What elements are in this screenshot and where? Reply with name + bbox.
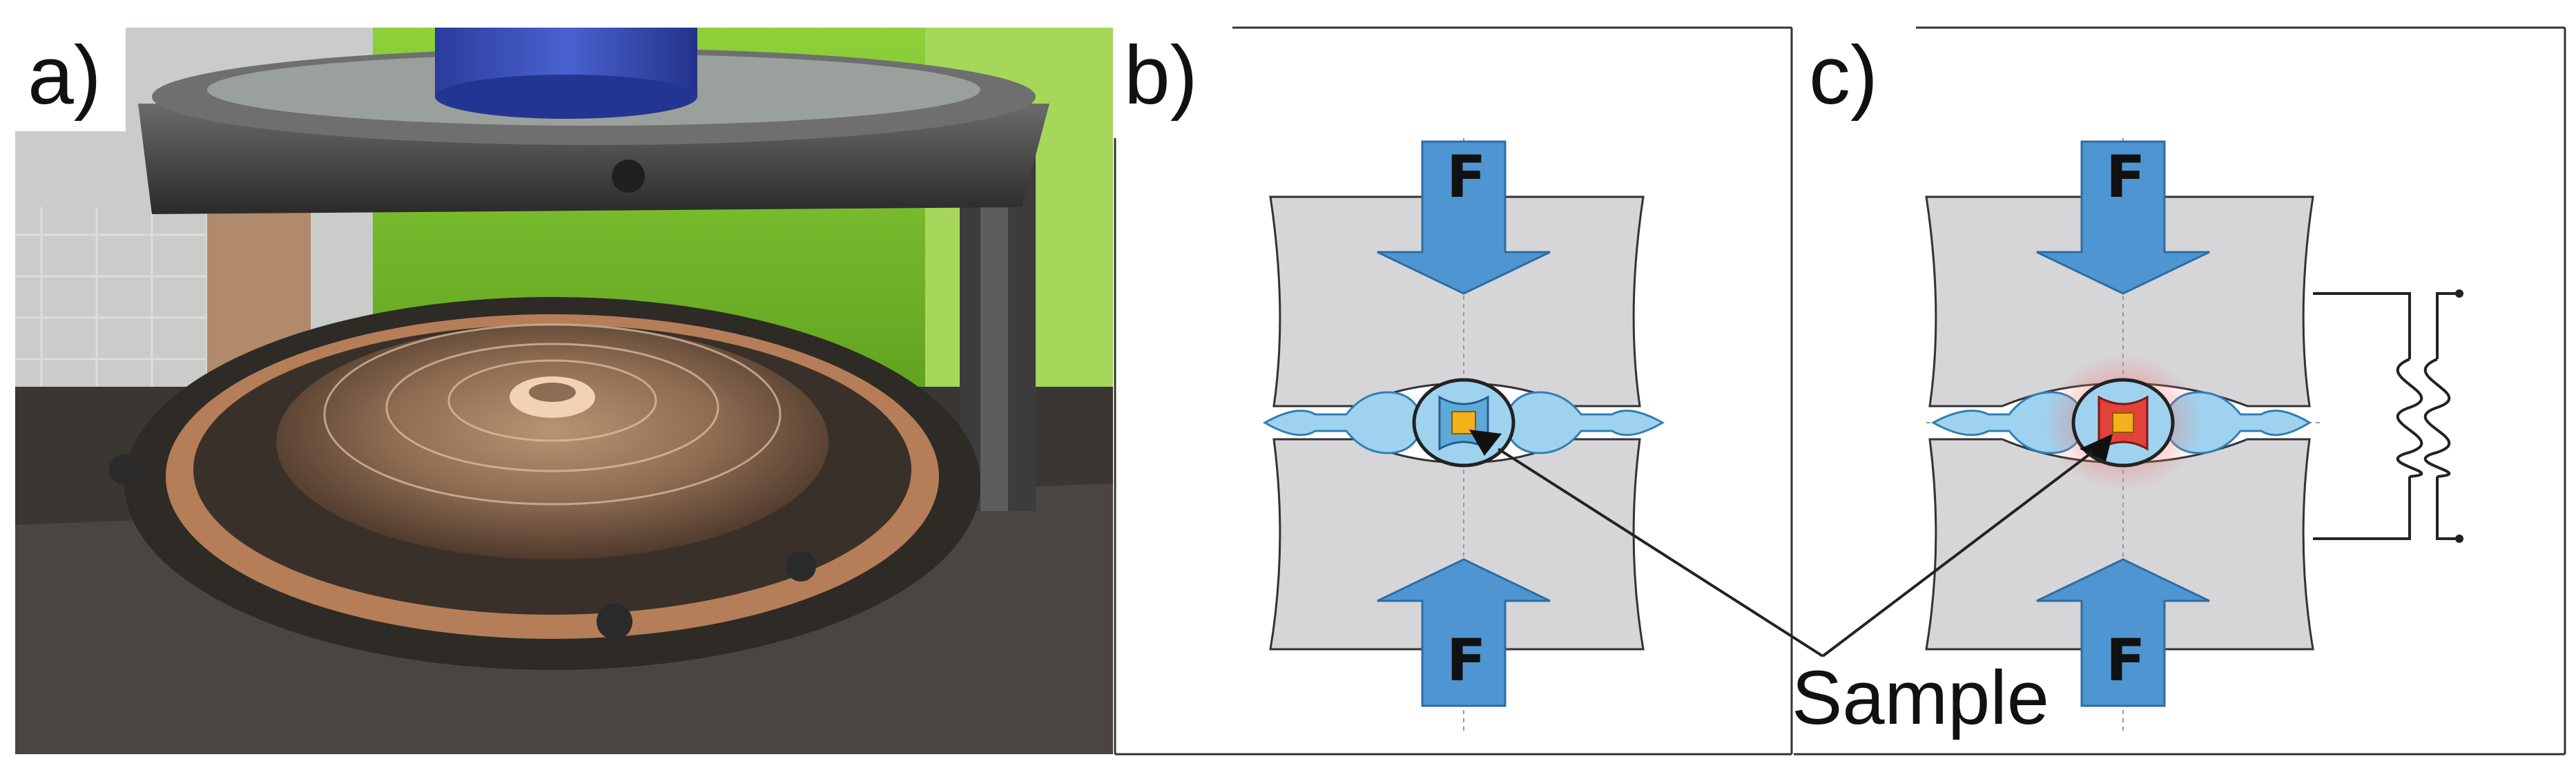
transformer-circuit [2313, 292, 2458, 540]
panel-b-label: b) [1124, 29, 1198, 122]
force-arrow-bottom [1377, 558, 1551, 707]
force-label-top: F [1446, 143, 1486, 211]
force-label-bottom-c: F [2106, 626, 2145, 694]
panel-c-label: c) [1809, 29, 1878, 122]
force-arrow-bottom-c [2036, 558, 2210, 707]
force-label-bottom: F [1446, 626, 1486, 694]
force-arrow-top-c [2036, 140, 2210, 295]
force-label-top-c: F [2106, 143, 2145, 211]
sample-callout-lines [1497, 448, 2093, 657]
force-arrow-top [1377, 140, 1551, 295]
panel-a-label: a) [28, 29, 101, 122]
copper-plate [276, 325, 829, 559]
sample-label: Sample [1792, 655, 2049, 740]
panel-a-press-photo [15, 28, 1113, 754]
sample-yellow-c [2112, 412, 2134, 433]
panel-c-schematic: F F [1794, 26, 2566, 756]
panel-b-schematic: F F [1114, 26, 1793, 756]
